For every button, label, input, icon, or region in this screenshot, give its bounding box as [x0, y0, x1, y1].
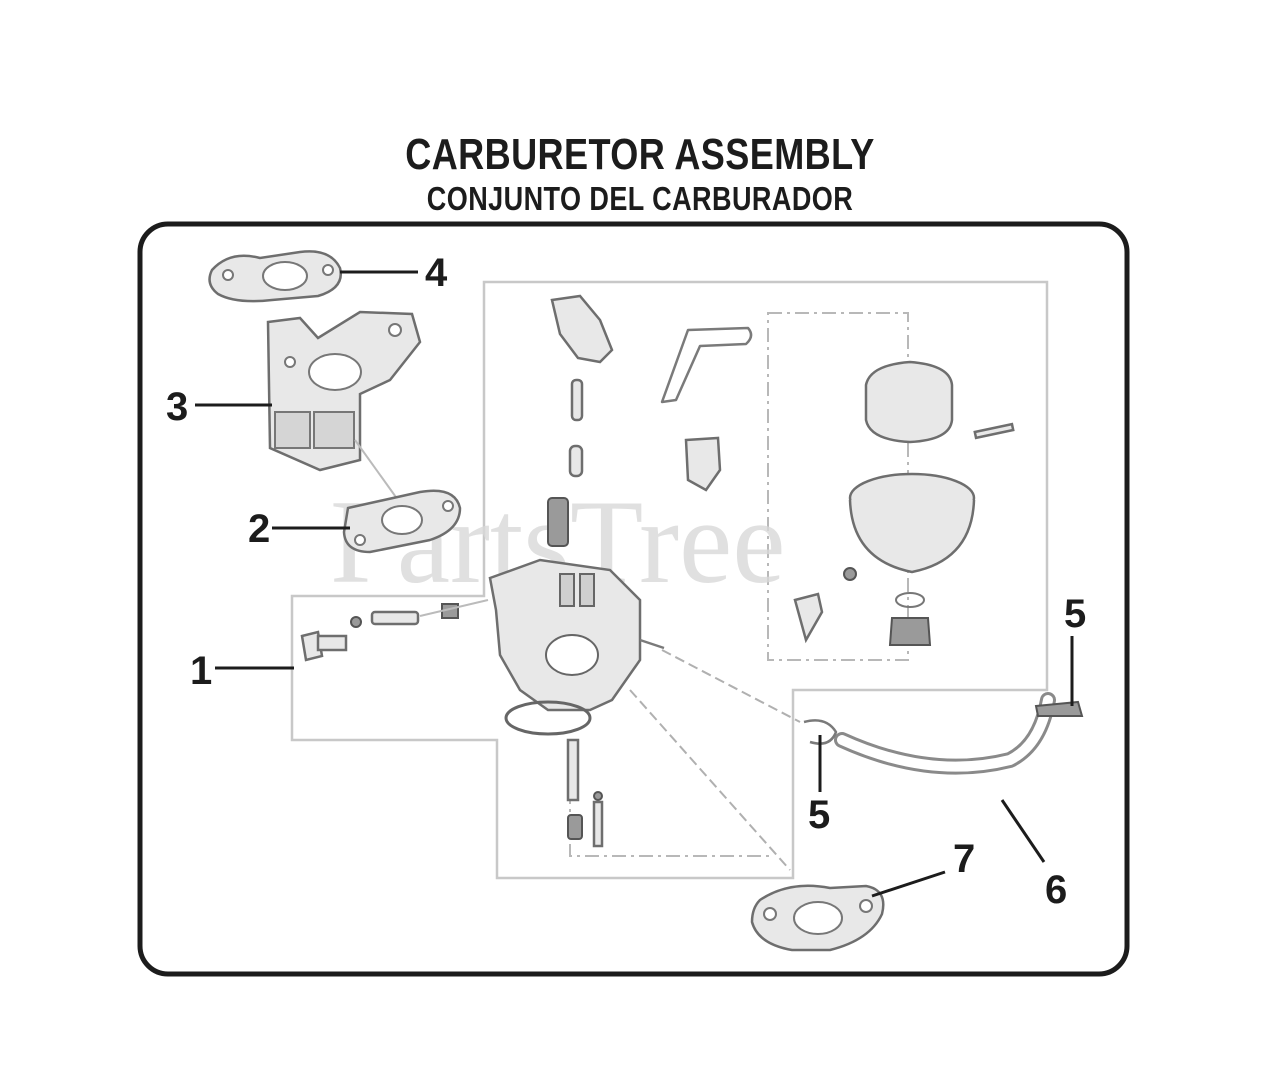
- callout-7: 7: [953, 837, 975, 881]
- part-gasket-7: [750, 884, 885, 952]
- callout-2: 2: [248, 507, 270, 551]
- callout-3: 3: [166, 385, 188, 429]
- part-idle-screw-set: [300, 599, 489, 662]
- callout-6: 6: [1045, 868, 1067, 912]
- drain-group-outline: [569, 790, 770, 857]
- diagram-subtitle: CONJUNTO DEL CARBURADOR: [426, 180, 854, 217]
- part-gasket-4: [208, 250, 342, 303]
- part-float-bowl: [793, 472, 976, 646]
- leader-7: [871, 870, 946, 898]
- part-throttle-lever: [550, 294, 614, 478]
- part-gasket-2: [342, 489, 462, 554]
- part-needle-jet: [547, 497, 569, 547]
- leader-6: [1000, 799, 1046, 863]
- diagram-title: CARBURETOR ASSEMBLY: [405, 130, 875, 179]
- part-float: [864, 360, 1015, 444]
- part-drain-screw: [567, 791, 604, 848]
- callout-4: 4: [425, 251, 448, 295]
- callout-1: 1: [190, 649, 212, 693]
- part-carburetor-body: [488, 558, 665, 802]
- float-bowl-group-outline: [767, 312, 909, 661]
- callout-5-right: 5: [1064, 592, 1086, 636]
- carburetor-group-outline: [290, 280, 1049, 880]
- part-choke-lever: [660, 326, 753, 492]
- part-fuel-line-6: [834, 692, 1056, 775]
- part-insulator-3: [266, 310, 422, 472]
- callout-5-bottom: 5: [808, 793, 830, 837]
- diagram-frame: [137, 221, 1130, 977]
